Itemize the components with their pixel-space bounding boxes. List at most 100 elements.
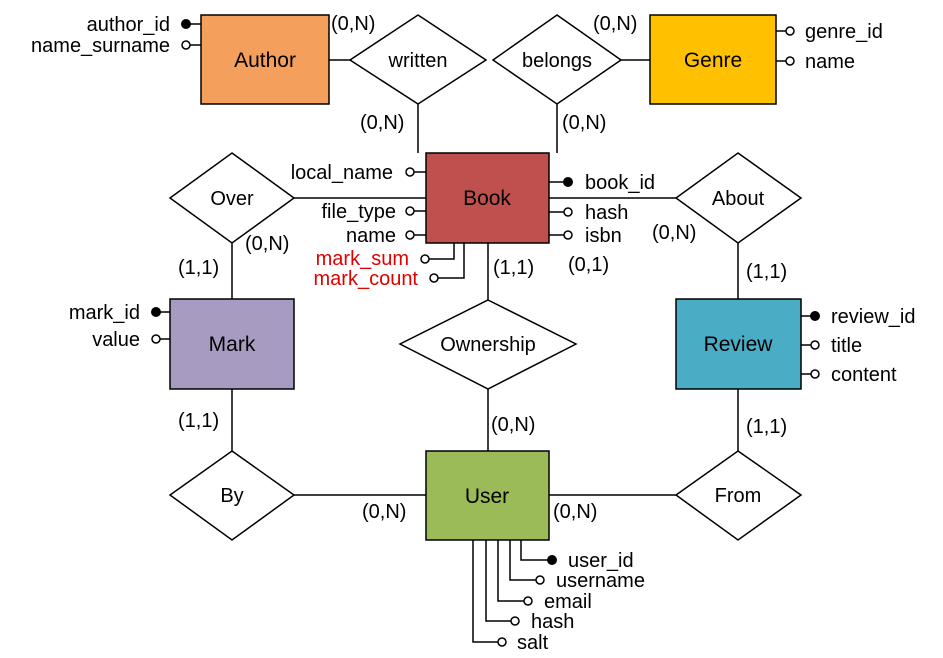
attribute-marker <box>420 254 430 264</box>
relationship-label: Ownership <box>440 334 536 356</box>
attribute-label: author_id <box>87 14 170 36</box>
attribute-marker <box>510 616 520 626</box>
connector-lines <box>231 59 739 496</box>
entity-label: Mark <box>209 333 256 356</box>
entity-user[interactable]: User <box>425 450 550 541</box>
relationship-label: belongs <box>522 50 592 72</box>
attribute-label: book_id <box>585 172 655 194</box>
relationship-label: written <box>388 50 448 72</box>
attribute-marker <box>810 369 820 379</box>
entity-book[interactable]: Book <box>425 152 550 244</box>
cardinality-about-review: (0,N) <box>652 222 696 244</box>
attribute-review-id: review_id <box>810 306 915 328</box>
relationship-by[interactable]: By <box>168 450 296 541</box>
cardinality-author-written: (0,N) <box>331 13 375 35</box>
attribute-label: user_id <box>568 550 634 572</box>
primary-key-marker <box>151 307 161 317</box>
cardinality-book-ownership: (1,1) <box>493 257 534 279</box>
cardinality-mark-by: (1,1) <box>178 410 219 432</box>
attribute-user-id: user_id <box>547 550 634 572</box>
attribute-user-salt: salt <box>497 632 549 654</box>
attribute-label: mark_id <box>69 302 140 324</box>
cardinality-mark-over: (1,1) <box>178 257 219 279</box>
entity-label: User <box>465 485 509 508</box>
attribute-marker <box>497 637 507 647</box>
attribute-label: review_id <box>831 306 915 328</box>
cardinality-genre-belongs: (0,N) <box>593 13 637 35</box>
attribute-book-mark-count: mark_count <box>314 268 439 290</box>
cardinality-user-from: (0,N) <box>553 501 597 523</box>
attribute-book-isbn: isbn <box>563 225 622 247</box>
attribute-label: username <box>556 570 645 592</box>
attribute-book-local-name: local_name <box>291 162 415 184</box>
attribute-marker <box>405 167 415 177</box>
attribute-marker <box>429 273 439 283</box>
relationship-label: By <box>220 485 243 507</box>
relationship-about[interactable]: About <box>674 152 803 244</box>
entity-review[interactable]: Review <box>675 298 802 390</box>
cardinality-written-book: (0,N) <box>360 112 404 134</box>
entity-label: Review <box>704 333 774 356</box>
relationship-over[interactable]: Over <box>168 152 296 244</box>
attribute-label: value <box>92 329 140 351</box>
entity-label: Genre <box>684 49 742 72</box>
primary-key-marker <box>810 311 820 321</box>
cardinality-review-about: (1,1) <box>746 261 787 283</box>
entity-label: Author <box>234 49 296 72</box>
attribute-marker <box>535 575 545 585</box>
attribute-user-hash: hash <box>510 611 574 633</box>
attribute-label: title <box>831 335 862 357</box>
cardinality-user-ownership: (0,N) <box>491 414 535 436</box>
attribute-mark-id: mark_id <box>69 302 161 324</box>
relationship-from[interactable]: From <box>674 450 803 541</box>
entity-mark[interactable]: Mark <box>169 298 295 390</box>
attribute-review-title: title <box>810 335 862 357</box>
attribute-marker <box>151 334 161 344</box>
primary-key-marker <box>181 19 191 29</box>
attribute-label: name_surname <box>31 35 170 57</box>
attribute-user-email: email <box>523 591 592 613</box>
cardinality-book-about: (0,1) <box>568 254 609 276</box>
relationship-ownership[interactable]: Ownership <box>398 299 578 390</box>
attribute-marker <box>405 230 415 240</box>
relationship-label: About <box>712 188 765 210</box>
entity-genre[interactable]: Genre <box>649 14 777 105</box>
attribute-book-name: name <box>346 225 415 247</box>
attribute-author-id: author_id <box>87 14 191 36</box>
attribute-label: isbn <box>585 225 622 247</box>
attribute-label: genre_id <box>805 21 883 43</box>
attribute-label: content <box>831 364 897 386</box>
attribute-label: email <box>544 591 592 613</box>
relationship-label: Over <box>210 188 254 210</box>
attribute-marker <box>563 207 573 217</box>
cardinality-book-over: (0,N) <box>245 233 289 255</box>
cardinality-review-from: (1,1) <box>746 416 787 438</box>
primary-key-marker <box>563 177 573 187</box>
attribute-label: hash <box>585 202 628 224</box>
primary-key-marker <box>547 555 557 565</box>
attribute-book-id: book_id <box>563 172 655 194</box>
attribute-genre-id: genre_id <box>785 21 883 43</box>
attribute-label: salt <box>517 632 549 654</box>
attribute-label: mark_sum <box>316 248 409 270</box>
attribute-marker <box>181 40 191 50</box>
attribute-marker <box>810 340 820 350</box>
attribute-book-mark-sum: mark_sum <box>316 248 430 270</box>
attribute-marker <box>563 230 573 240</box>
attribute-mark-value: value <box>92 329 161 351</box>
attribute-marker <box>523 596 533 606</box>
relationship-belongs[interactable]: belongs <box>491 14 623 105</box>
relationship-written[interactable]: written <box>348 14 488 105</box>
cardinality-labels: (0,N) (0,N) (0,N) (0,N) (0,N) (1,1) (0,1… <box>178 13 787 523</box>
attribute-label: hash <box>531 611 574 633</box>
entity-author[interactable]: Author <box>200 14 330 105</box>
attribute-review-content: content <box>810 364 897 386</box>
attribute-marker <box>405 206 415 216</box>
attribute-marker <box>785 56 795 66</box>
entity-label: Book <box>463 187 511 210</box>
attribute-book-file-type: file_type <box>322 201 415 223</box>
attribute-genre-name: name <box>785 51 855 73</box>
attribute-marker <box>785 26 795 36</box>
attribute-author-name-surname: name_surname <box>31 35 191 57</box>
